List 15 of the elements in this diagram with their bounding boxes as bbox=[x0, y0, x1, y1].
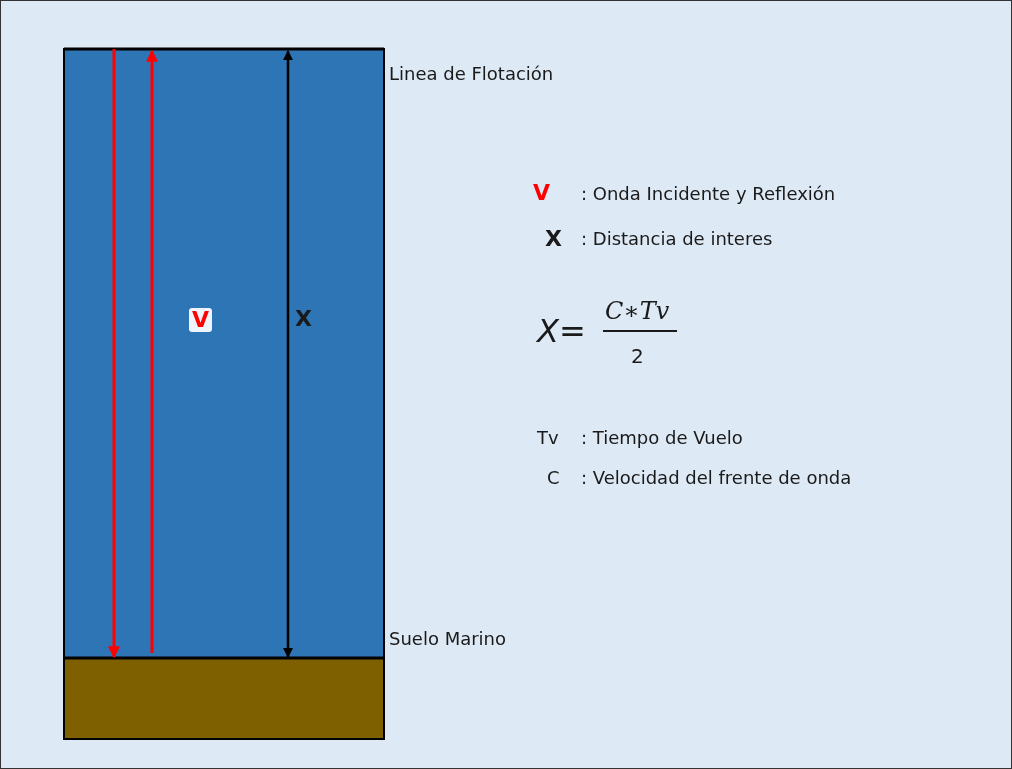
symbol-label: X bbox=[545, 228, 562, 250]
definition-text: : Tiempo de Vuelo bbox=[581, 429, 743, 447]
definition-text: : Distancia de interes bbox=[581, 230, 773, 248]
symbol-label: C bbox=[547, 469, 560, 487]
symbol-label: V bbox=[533, 182, 551, 204]
dimension-label: X bbox=[295, 308, 312, 330]
definition-text: : Velocidad del frente de onda bbox=[581, 469, 852, 487]
formula-numerator: C∗Tv bbox=[605, 299, 670, 323]
formula-denominator: 2 bbox=[631, 346, 644, 366]
arrow-label: V bbox=[189, 308, 213, 332]
formula-text: X= bbox=[537, 315, 586, 347]
definition-text: : Onda Incidente y Reflexión bbox=[581, 185, 836, 203]
symbol-label: Tv bbox=[537, 429, 559, 447]
seabed-label: Suelo Marino bbox=[389, 630, 507, 648]
waterline-label: Linea de Flotación bbox=[389, 65, 554, 83]
